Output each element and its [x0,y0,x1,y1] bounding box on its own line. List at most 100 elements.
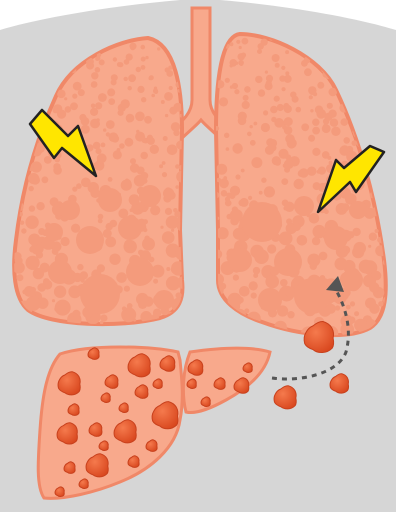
alveolus [285,71,289,75]
alveolus [341,118,349,126]
alveolus [285,50,289,54]
alveolus [242,38,249,45]
alveolus [103,128,106,131]
alveolus [238,112,247,121]
alveolus [29,246,35,252]
alveolus [124,138,133,147]
alveolus [138,250,144,256]
alveolus [107,88,115,96]
alveolus [126,54,133,61]
alveolus [149,75,154,80]
alveolus [304,68,312,76]
alveolus [290,92,296,98]
alveolus [65,106,72,113]
alveolus [68,285,81,298]
alveolus [279,232,293,246]
alveolus [279,75,285,81]
alveolus [284,126,293,135]
alveolus [118,216,142,240]
alveolus [22,290,27,295]
alveolus [282,87,286,91]
alveolus [136,67,141,72]
alveolus [234,89,239,94]
alveolus [217,178,222,183]
alveolus [315,106,323,114]
alveolus [258,89,265,96]
alveolus [266,80,272,86]
alveolus [228,248,252,272]
alveolus [135,112,145,122]
alveolus [21,228,26,233]
alveolus [124,77,128,81]
alveolus [116,272,127,283]
alveolus [254,122,258,126]
alveolus [223,176,227,180]
alveolus [171,229,174,232]
alveolus [243,95,249,101]
alveolus [133,318,136,321]
alveolus [167,191,175,199]
alveolus [275,159,281,165]
alveolus [346,305,351,310]
alveolus [37,283,46,292]
alveolus [20,221,24,225]
alveolus [359,260,373,274]
alveolus [284,105,292,113]
alveolus [121,99,130,108]
alveolus [143,228,147,232]
alveolus [275,63,280,68]
alveolus [143,207,148,212]
alveolus [53,166,62,175]
alveolus [136,130,139,133]
alveolus [372,271,382,281]
alveolus [97,153,107,163]
alveolus [226,147,230,151]
alveolus [279,149,289,159]
alveolus [96,148,102,154]
alveolus [324,226,348,250]
alveolus [293,223,301,231]
alveolus [111,79,117,85]
alveolus [141,45,146,50]
alveolus [141,65,146,70]
alveolus [108,177,113,182]
alveolus [70,102,78,110]
alveolus [265,275,279,289]
alveolus [90,108,98,116]
alveolus [239,46,242,49]
alveolus [251,293,257,299]
alveolus [233,275,239,281]
alveolus [241,169,245,173]
alveolus [38,228,45,235]
alveolus [173,208,178,213]
alveolus [330,119,338,127]
alveolus [224,133,229,138]
alveolus [352,140,358,146]
alveolus [150,145,159,154]
alveolus [327,103,333,109]
alveolus [312,237,320,245]
alveolus [313,225,326,238]
alveolus [368,245,371,248]
alveolus [167,145,178,156]
alveolus [110,121,114,125]
alveolus [126,258,154,286]
alveolus [343,137,350,144]
alveolus [250,125,253,128]
alveolus [151,94,155,98]
alveolus [71,224,80,233]
alveolus [109,254,120,265]
alveolus [281,178,288,185]
alveolus [165,114,168,117]
alveolus [233,228,245,240]
alveolus [239,286,250,297]
alveolus [35,292,41,298]
alveolus [142,138,147,143]
alveolus [162,172,167,177]
alveolus [171,122,180,131]
alveolus [248,196,252,200]
alveolus [341,269,363,291]
alveolus [145,56,148,59]
alveolus [44,156,52,164]
